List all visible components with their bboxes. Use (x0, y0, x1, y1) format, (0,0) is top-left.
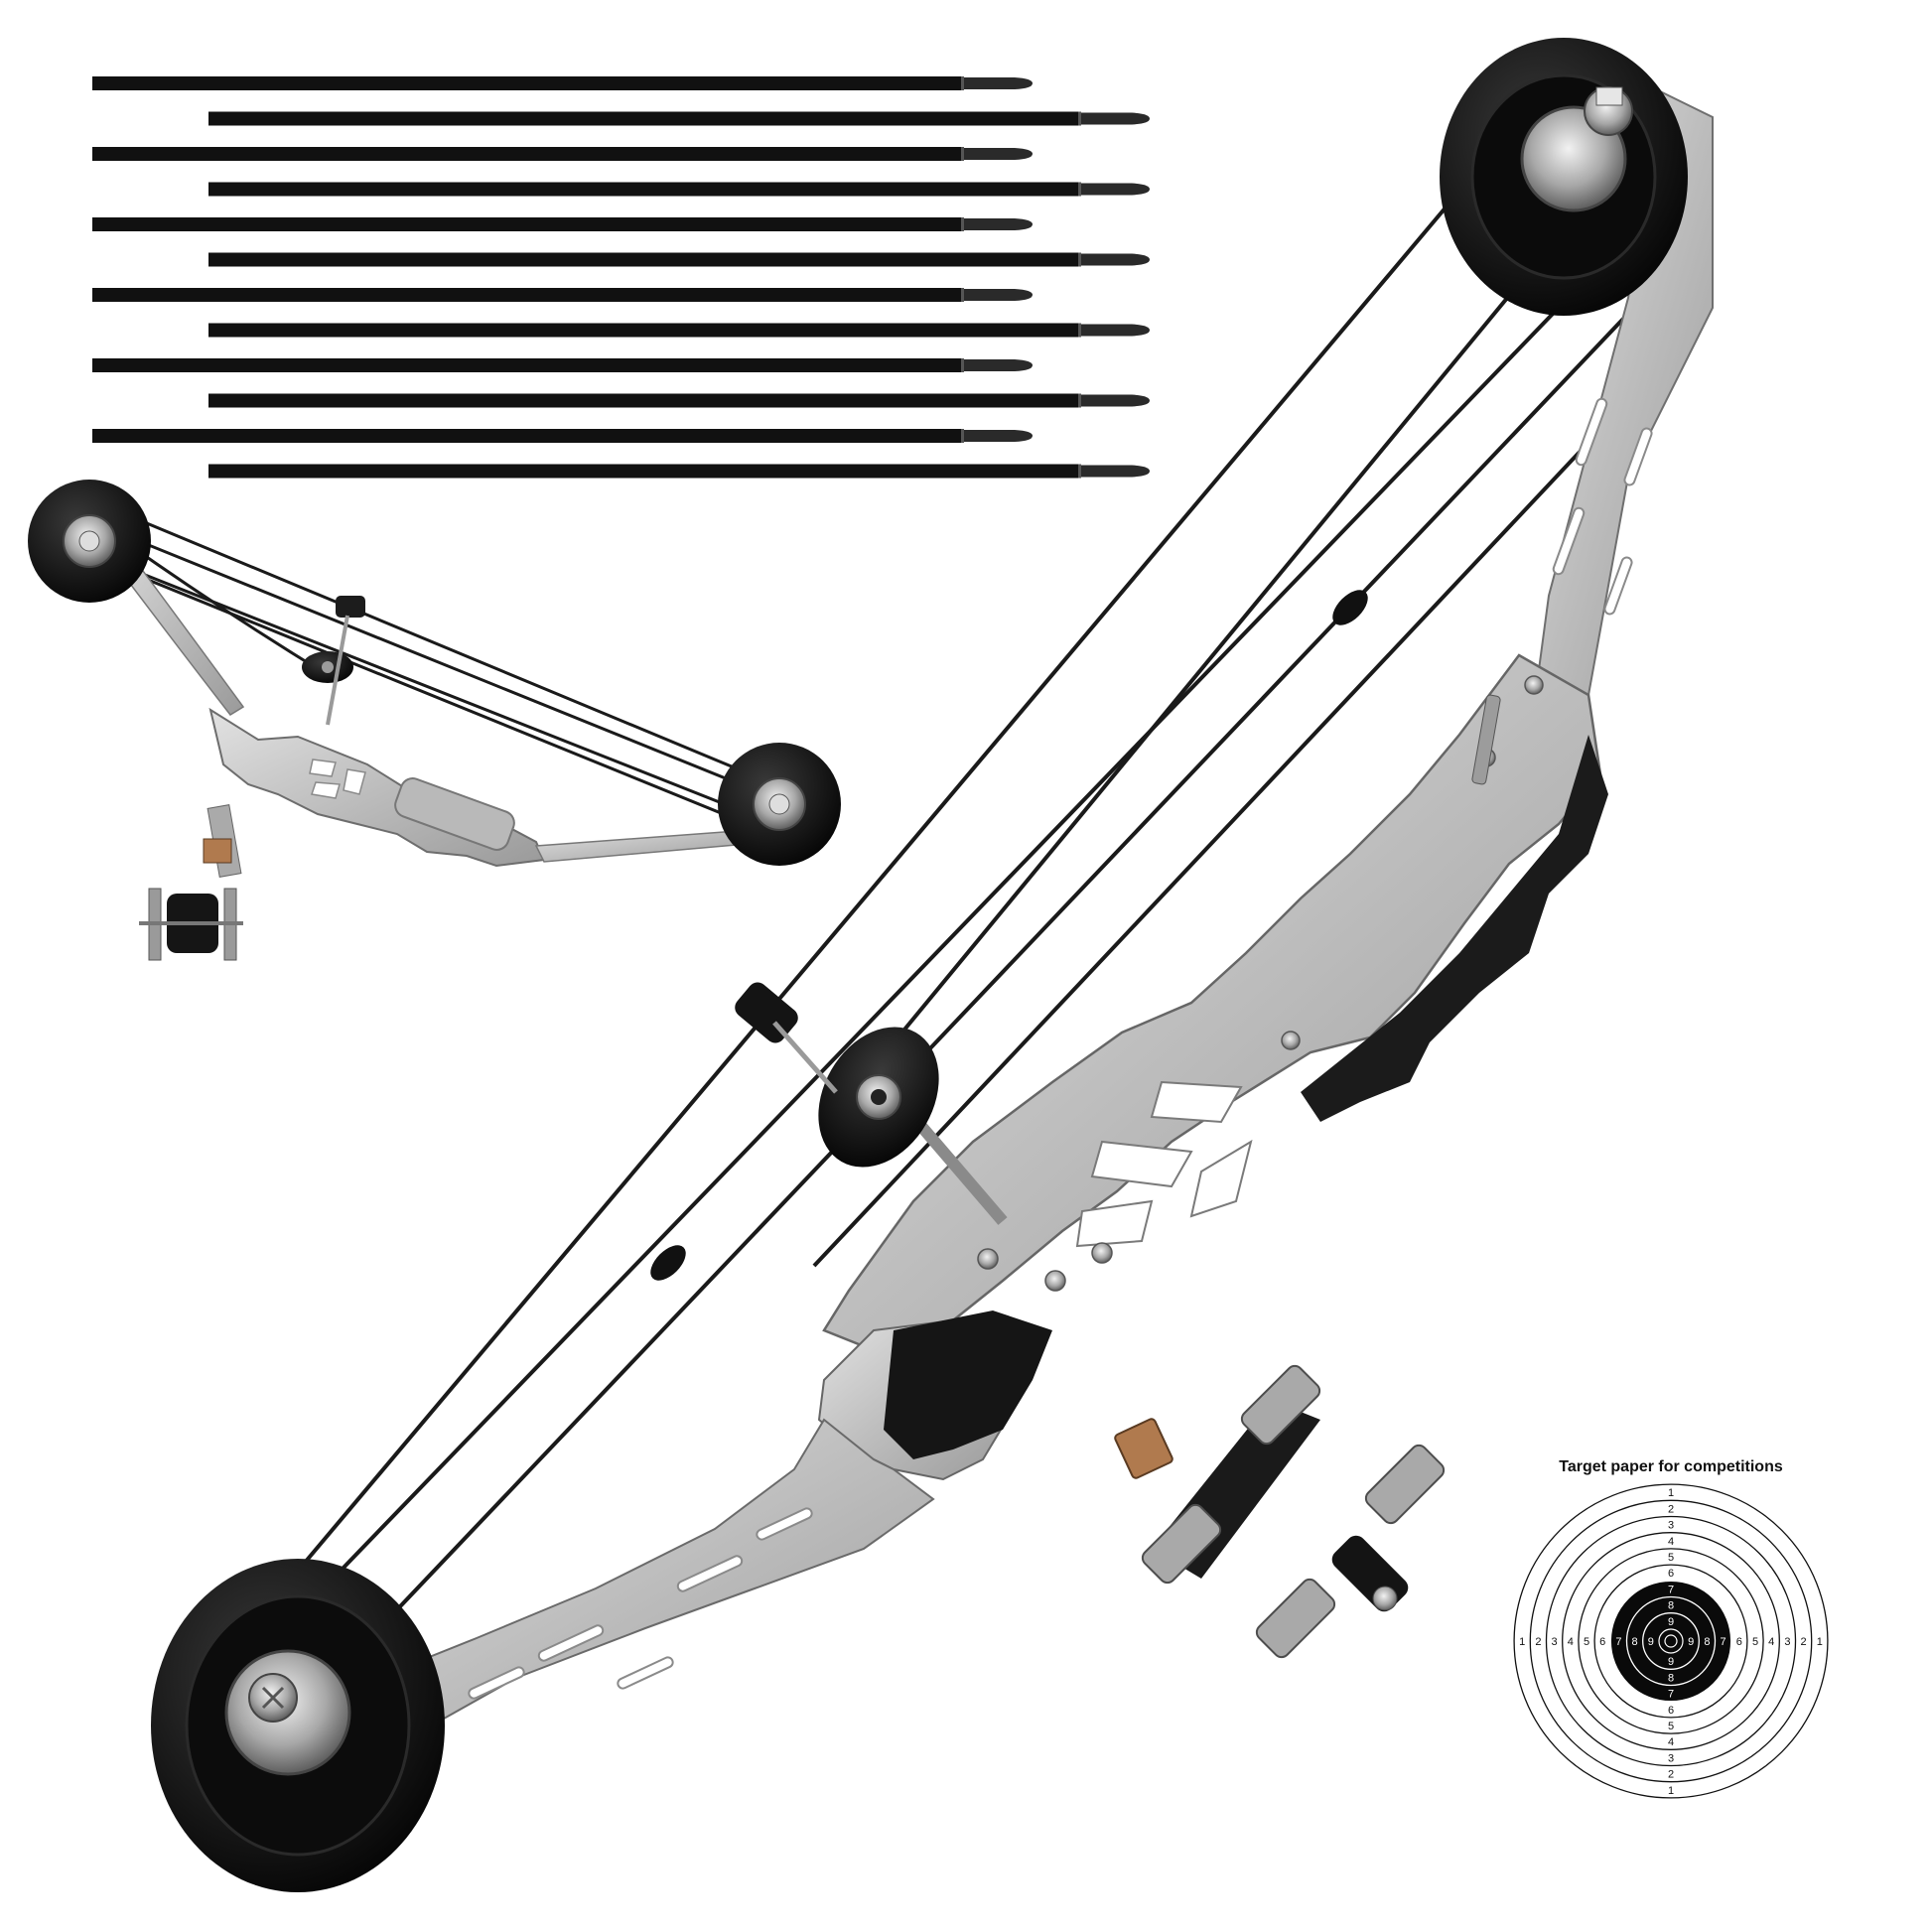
arrow (92, 147, 1033, 161)
target-ring-number: 6 (1668, 1705, 1674, 1717)
target-ring-number: 5 (1752, 1636, 1758, 1648)
target-ring-number: 4 (1568, 1636, 1574, 1648)
arrow (92, 358, 1033, 372)
target-ring-number: 2 (1535, 1636, 1541, 1648)
target-ring-number: 7 (1668, 1584, 1674, 1595)
arrow (208, 111, 1150, 126)
target-ring-number: 9 (1668, 1656, 1674, 1668)
small-bow-stabilizer (139, 888, 243, 961)
large-bow-lower-limb-slots (468, 1507, 813, 1700)
target-ring-number: 1 (1519, 1636, 1525, 1648)
large-bow-grip (1301, 735, 1608, 1122)
target-ring-number: 6 (1736, 1636, 1742, 1648)
target-ring-number: 3 (1784, 1636, 1790, 1648)
arrow (92, 76, 1033, 90)
arrow (208, 182, 1150, 197)
target-caption: Target paper for competitions (1559, 1458, 1783, 1475)
target-ring-number: 1 (1817, 1636, 1823, 1648)
small-bow-strings (76, 499, 795, 841)
large-bow-bottom-pulley (151, 1559, 445, 1892)
large-bow-strings (281, 142, 1680, 1685)
small-bow-cable-guide (302, 596, 365, 726)
target-ring-number: 4 (1668, 1736, 1674, 1748)
large-bow-sight-bar (1471, 694, 1501, 785)
target-ring-number: 8 (1668, 1672, 1674, 1684)
target-ring-number: 7 (1615, 1636, 1621, 1648)
target-ring-number: 3 (1552, 1636, 1558, 1648)
small-bow-riser-cutouts (309, 759, 366, 799)
target-ring-number: 4 (1768, 1636, 1774, 1648)
target-ring-number: 9 (1688, 1636, 1694, 1648)
target-ring-number: 6 (1599, 1636, 1605, 1648)
target-ring-number: 9 (1668, 1616, 1674, 1628)
target-ring-number: 9 (1648, 1636, 1654, 1648)
large-bow-top-pulley (1440, 38, 1688, 316)
target-bullseye (1658, 1628, 1684, 1654)
target-ring-number: 3 (1668, 1520, 1674, 1532)
small-bow-grip (394, 777, 515, 851)
small-bow-bottom-pulley (718, 743, 841, 866)
target-ring-number: 2 (1668, 1503, 1674, 1515)
large-bow-lower-grip (884, 1311, 1052, 1459)
target-ring-number: 7 (1721, 1636, 1726, 1648)
large-bow-logo (1114, 1418, 1173, 1479)
small-bow-logo (203, 838, 232, 864)
large-bow-cable-guide (735, 982, 1008, 1225)
arrow (208, 323, 1150, 338)
target-ring-number: 8 (1704, 1636, 1710, 1648)
target-ring-number: 5 (1584, 1636, 1589, 1648)
target-ring-number: 5 (1668, 1552, 1674, 1564)
target-ring-number: 2 (1668, 1769, 1674, 1781)
small-bow-view (28, 480, 841, 961)
arrow-bundle (92, 76, 1150, 479)
arrow (208, 393, 1150, 408)
arrow (92, 217, 1033, 231)
large-bow-string-knots (650, 590, 1368, 1281)
arrow (208, 252, 1150, 267)
small-bow-top-pulley (28, 480, 151, 603)
target-ring-number: 8 (1632, 1636, 1638, 1648)
arrow (208, 464, 1150, 479)
large-bow-view (151, 38, 1714, 1892)
target-ring-number: 4 (1668, 1536, 1674, 1548)
target-ring-number: 2 (1801, 1636, 1807, 1648)
target-ring-number: 1 (1668, 1487, 1674, 1499)
large-bow-riser-cutouts (1075, 1080, 1253, 1248)
large-bow-stabilizer (1141, 1364, 1446, 1659)
target-bullseye (1664, 1634, 1678, 1648)
target-ring-number: 5 (1668, 1721, 1674, 1732)
target-ring-number: 6 (1668, 1568, 1674, 1580)
target-ring-number: 1 (1668, 1785, 1674, 1797)
target-ring-number: 3 (1668, 1752, 1674, 1764)
arrow (92, 429, 1033, 443)
target-ring (1642, 1612, 1700, 1670)
target-ring-number: 7 (1668, 1689, 1674, 1701)
arrow (92, 288, 1033, 302)
target-ring-number: 8 (1668, 1600, 1674, 1612)
large-bow-upper-limb-slots (1552, 397, 1653, 616)
